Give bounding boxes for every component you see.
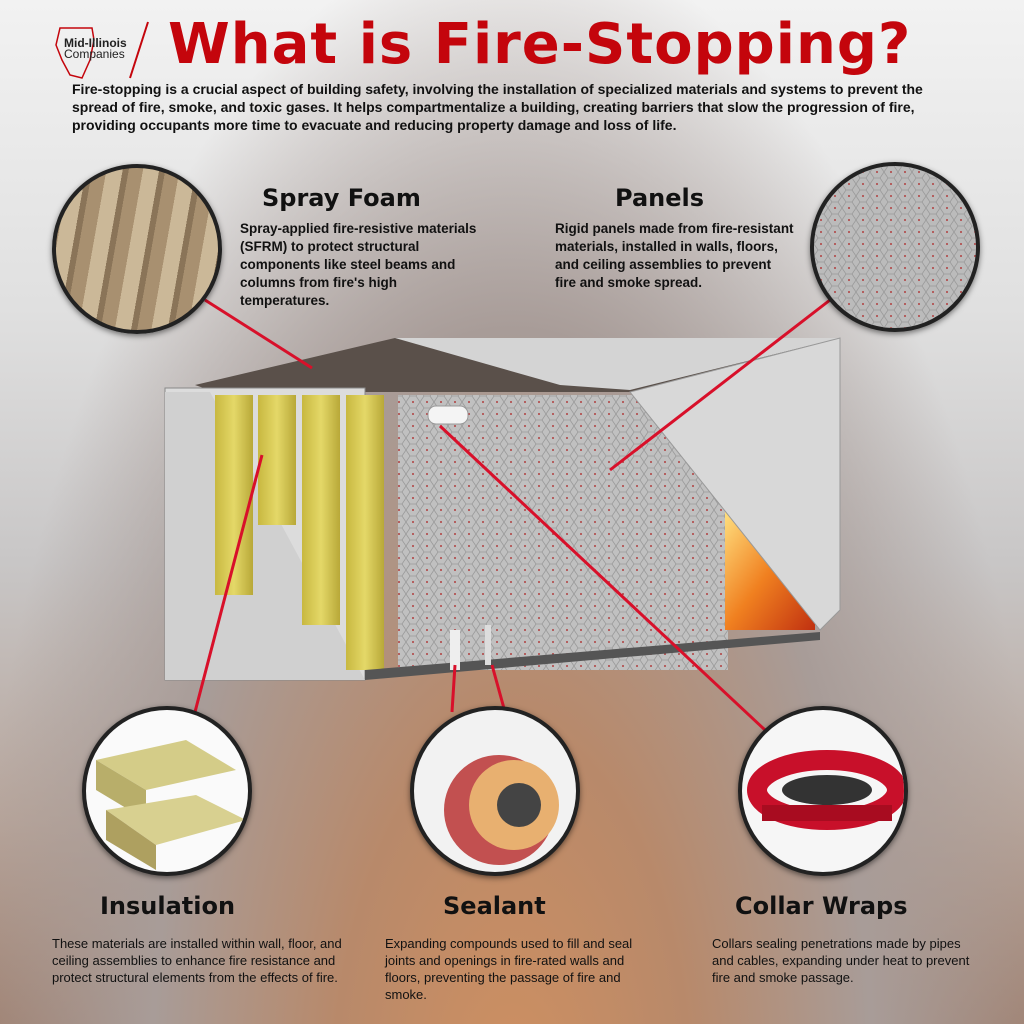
insulation-title: Insulation — [100, 892, 236, 920]
panels-title: Panels — [615, 184, 705, 212]
collar-wraps-title: Collar Wraps — [735, 892, 908, 920]
company-logo: Mid-Illinois Companies — [52, 20, 152, 80]
pipe — [427, 405, 469, 425]
logo-line1: Mid-Illinois — [64, 36, 127, 50]
logo-line2: Companies — [64, 47, 125, 61]
panels-text: Rigid panels made from fire-resistant ma… — [555, 221, 794, 290]
spray-foam-text: Spray-applied fire-resistive materials (… — [240, 221, 477, 308]
sealant-image — [410, 706, 580, 876]
insulation-text: These materials are installed within wal… — [52, 936, 342, 985]
sealant-title: Sealant — [443, 892, 546, 920]
collar-wraps-text: Collars sealing penetrations made by pip… — [712, 936, 970, 985]
panels-image — [810, 162, 980, 332]
pointer-lines — [193, 298, 831, 732]
collar-wrap-image — [738, 706, 908, 876]
insulation-image — [82, 706, 252, 876]
spray-foam-title: Spray Foam — [262, 184, 421, 212]
illinois-map-icon — [55, 21, 149, 79]
sealant-text: Expanding compounds used to fill and sea… — [385, 936, 633, 1002]
spray-foam-image — [52, 164, 222, 334]
insulation-panels — [215, 395, 384, 670]
page-title: What is Fire-Stopping? — [168, 12, 912, 77]
intro-text: Fire-stopping is a crucial aspect of bui… — [72, 81, 923, 133]
